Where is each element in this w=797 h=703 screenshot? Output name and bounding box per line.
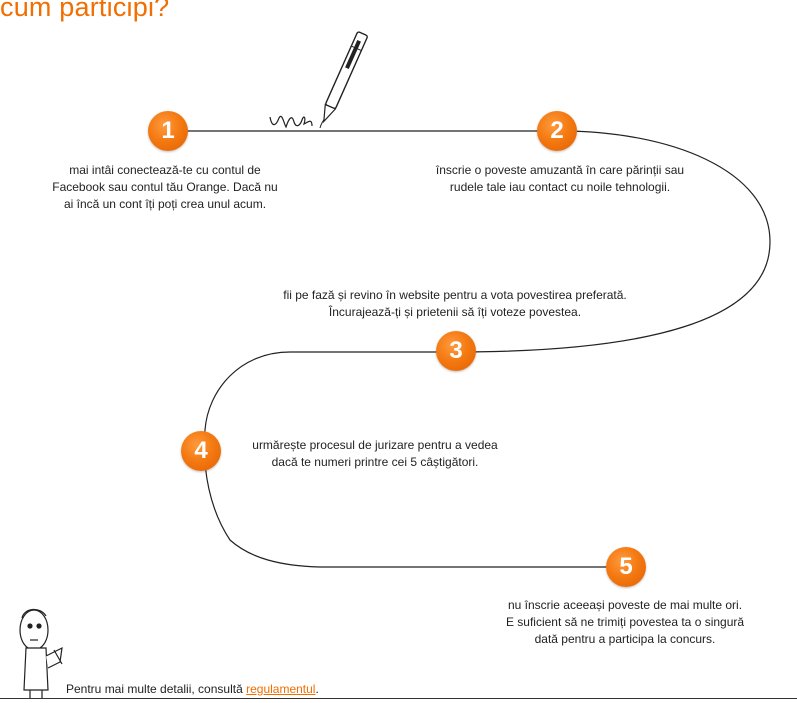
step-3-text: fii pe fază și revino în website pentru … [265,287,645,321]
footer-suffix: . [315,682,319,696]
step-4-text: urmărește procesul de jurizare pentru a … [235,437,515,471]
footer-text: Pentru mai multe detalii, consultă [66,682,247,696]
regulation-link[interactable]: regulamentul [246,682,316,696]
step-5-line-3: dată pentru a participa la concurs. [534,632,716,646]
step-3-badge: 3 [436,331,476,371]
bottom-divider [0,698,797,699]
footer-note: Pentru mai multe detalii, consultă regul… [66,682,319,696]
step-1-line-3: ai încă un cont îți poți crea unul acum. [63,197,267,211]
pen-icon [269,31,368,129]
step-1-text: mai intâi conectează-te cu contul de Fac… [40,162,290,213]
step-4-badge: 4 [181,431,221,471]
step-1-badge: 1 [148,111,188,151]
step-4-line-2: dacă te numeri printre cei 5 câștigători… [271,455,479,469]
step-1-line-2: Facebook sau contul tău Orange. Dacă nu [52,180,278,194]
step-2-badge: 2 [537,111,577,151]
step-5-text: nu înscrie aceeași poveste de mai multe … [490,597,760,648]
step-1-line-1: mai intâi conectează-te cu contul de [69,163,261,177]
step-5-line-1: nu înscrie aceeași poveste de mai multe … [507,598,743,612]
step-2-text: înscrie o poveste amuzantă în care părin… [410,162,710,196]
step-5-line-2: E suficient să ne trimiți povestea ta o … [505,615,745,629]
step-3-line-2: Încurajează-ți și prietenii să îți votez… [328,305,582,319]
step-4-line-1: urmărește procesul de jurizare pentru a … [252,438,498,452]
step-3-line-1: fii pe fază și revino în website pentru … [283,288,627,302]
character-illustration-icon [19,608,63,698]
step-5-badge: 5 [606,547,646,587]
step-2-line-2: rudele tale iau contact cu noile tehnolo… [449,180,671,194]
page-title: cum participi? [0,0,170,22]
step-2-line-1: înscrie o poveste amuzantă în care părin… [435,163,685,177]
